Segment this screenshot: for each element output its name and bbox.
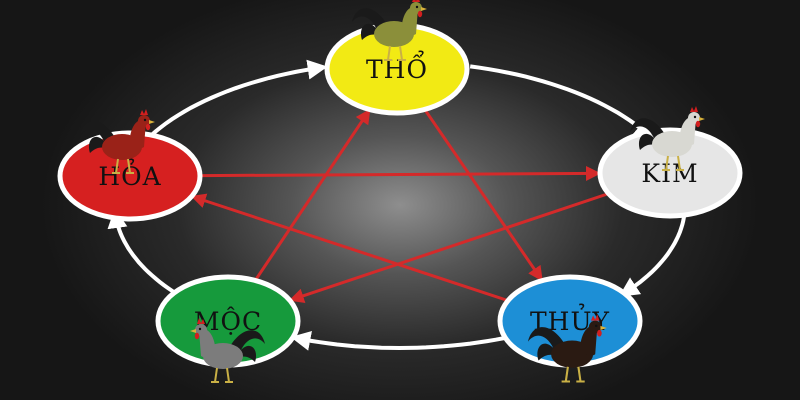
node-hoa-circle <box>57 130 203 222</box>
generating-arrow-moc-hoa <box>107 208 178 296</box>
node-kim: KIM <box>597 127 743 219</box>
node-tho-label: THỔ <box>366 50 428 84</box>
generating-arrow-tho-kim <box>469 64 655 141</box>
controlling-arrow-hoa-kim <box>184 165 601 181</box>
rooster-icon-thuy <box>528 314 607 383</box>
rooster-icon-tho <box>352 0 427 61</box>
node-kim-circle <box>597 127 743 219</box>
rooster-illustrations <box>80 0 705 383</box>
node-kim-label: KIM <box>641 159 698 188</box>
controlling-arrow-moc-tho <box>253 108 371 282</box>
rooster-icon-hoa <box>80 109 155 174</box>
node-tho: THỔ <box>324 22 470 116</box>
node-hoa-label: HỎA <box>98 159 161 191</box>
controlling-arrow-thuy-hoa <box>190 193 519 306</box>
rooster-icon-moc <box>190 318 265 383</box>
generating-arrow-kim-thuy <box>618 208 687 297</box>
rooster-icon-kim <box>630 106 705 171</box>
controlling-arrow-kim-moc <box>288 189 619 304</box>
generating-cycle <box>107 59 687 351</box>
node-hoa: HỎA <box>57 130 203 222</box>
generating-arrow-thuy-moc <box>290 331 505 351</box>
controlling-arrow-tho-thuy <box>423 108 543 282</box>
generating-arrow-hoa-tho <box>144 59 328 142</box>
controlling-star <box>184 108 619 306</box>
